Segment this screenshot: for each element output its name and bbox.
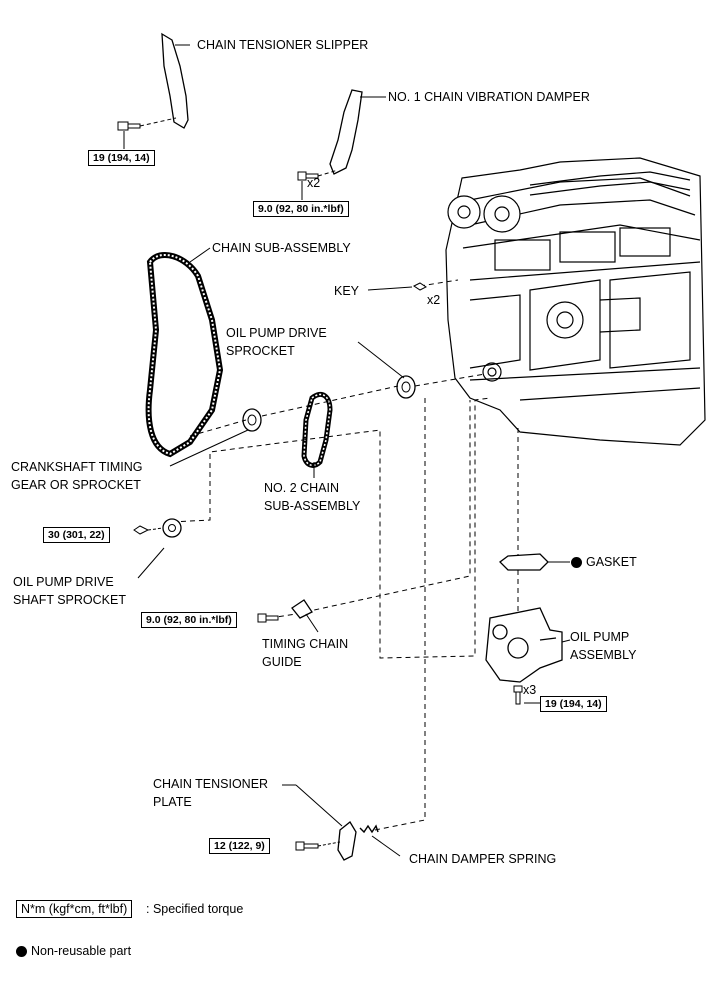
- engine-block: [445, 157, 706, 446]
- oil-pump-assembly: [485, 607, 563, 683]
- qty-pump-bolts: x3: [523, 683, 537, 697]
- label-oil-pump-drive-shaft-2: SHAFT SPROCKET: [13, 593, 126, 607]
- label-oil-pump-assembly-1: OIL PUMP: [570, 630, 630, 644]
- legend-non-reusable-text: Non-reusable part: [31, 944, 132, 958]
- timing-chain-guide: [291, 599, 313, 619]
- label-gasket: GASKET: [586, 555, 637, 569]
- oil-pump-drive-sprocket: [396, 375, 416, 399]
- qty-damper-bolts: x2: [307, 176, 321, 190]
- chain-damper-spring: [359, 824, 379, 834]
- no2-chain-sub-assembly: [301, 392, 333, 468]
- slipper-bolt-icon: [117, 121, 141, 131]
- key-part: [413, 282, 427, 291]
- label-no1-chain-vibration-damper: NO. 1 CHAIN VIBRATION DAMPER: [388, 90, 590, 104]
- chain-tensioner-slipper: [161, 32, 189, 129]
- legend-non-reusable-icon: [16, 946, 27, 957]
- oil-pump-drive-shaft-sprocket: [133, 518, 182, 538]
- damper-bolt-icon: [297, 171, 319, 181]
- label-oil-pump-drive-sprocket-1: OIL PUMP DRIVE: [226, 326, 327, 340]
- torque-shaft-sprocket-nut: 30 (301, 22): [43, 527, 110, 543]
- label-chain-tensioner-plate-1: CHAIN TENSIONER: [153, 777, 269, 791]
- label-crankshaft-timing-2: GEAR OR SPROCKET: [11, 478, 141, 492]
- label-oil-pump-drive-sprocket-2: SPROCKET: [226, 344, 295, 358]
- crankshaft-timing-gear: [242, 408, 262, 432]
- qty-key: x2: [427, 293, 441, 307]
- label-crankshaft-timing-1: CRANKSHAFT TIMING: [11, 460, 143, 474]
- chain-sub-assembly: [145, 251, 224, 458]
- torque-damper-bolts: 9.0 (92, 80 in.*lbf): [253, 201, 349, 217]
- label-oil-pump-assembly-2: ASSEMBLY: [570, 648, 637, 662]
- label-chain-tensioner-slipper: CHAIN TENSIONER SLIPPER: [197, 38, 369, 52]
- legend-torque-box: N*m (kgf*cm, ft*lbf): [16, 900, 133, 918]
- guide-bolt-icon: [257, 613, 279, 623]
- chain-tensioner-plate: [337, 821, 357, 861]
- torque-pump-bolts: 19 (194, 14): [540, 696, 607, 712]
- torque-slipper-bolt: 19 (194, 14): [88, 150, 155, 166]
- gasket: [499, 553, 549, 571]
- assembly-lines: [171, 279, 519, 831]
- camshaft-sprockets: [447, 171, 691, 233]
- no1-chain-vibration-damper: [329, 89, 363, 175]
- label-chain-damper-spring: CHAIN DAMPER SPRING: [409, 852, 557, 866]
- pump-bolt-icon: [513, 685, 523, 705]
- label-oil-pump-drive-shaft-1: OIL PUMP DRIVE: [13, 575, 114, 589]
- label-timing-chain-guide-1: TIMING CHAIN: [262, 637, 349, 651]
- label-chain-tensioner-plate-2: PLATE: [153, 795, 192, 809]
- label-chain-sub-assembly: CHAIN SUB-ASSEMBLY: [212, 241, 351, 255]
- non-reusable-icon: [571, 557, 582, 568]
- label-no2-chain-2: SUB-ASSEMBLY: [264, 499, 361, 513]
- label-no2-chain-1: NO. 2 CHAIN: [264, 481, 340, 495]
- tensioner-plate-bolt-icon: [295, 841, 319, 851]
- legend-torque-text: : Specified torque: [146, 902, 244, 916]
- label-timing-chain-guide-2: GUIDE: [262, 655, 302, 669]
- label-key: KEY: [334, 284, 360, 298]
- torque-tensioner-plate-bolt: 12 (122, 9): [209, 838, 270, 854]
- torque-guide-bolt: 9.0 (92, 80 in.*lbf): [141, 612, 237, 628]
